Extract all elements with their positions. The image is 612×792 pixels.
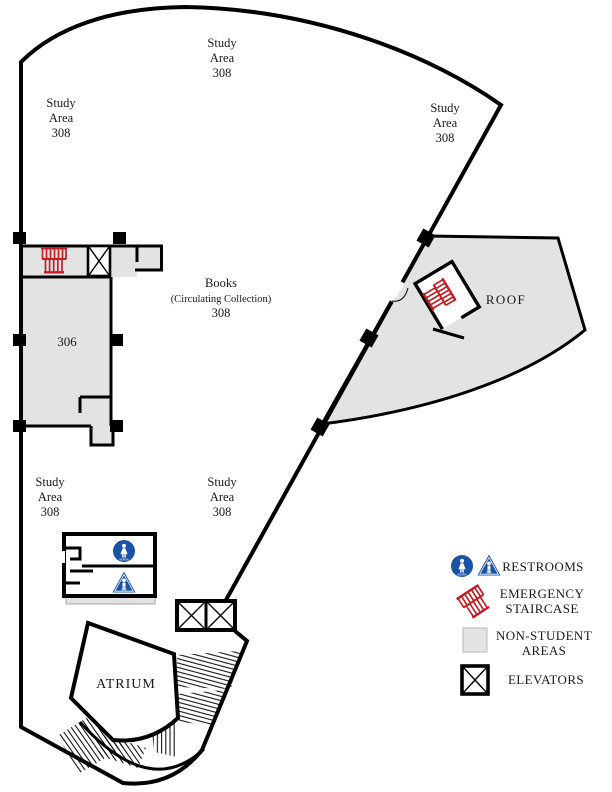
room-306-label: 306 bbox=[57, 334, 77, 349]
women-restroom-icon bbox=[451, 555, 473, 577]
elevator-pair bbox=[175, 599, 237, 632]
study-area-label-top-right: Study Area 308 bbox=[430, 101, 460, 145]
atrium-label: ATRIUM bbox=[96, 677, 156, 692]
svg-text:Study: Study bbox=[207, 475, 237, 489]
room-labels: Study Area 308 Study Area 308 Study Area… bbox=[35, 36, 526, 692]
atrium-area bbox=[68, 620, 181, 743]
study-area-label-top: Study Area 308 bbox=[207, 36, 237, 80]
legend-nonstudent-line2: AREAS bbox=[522, 643, 567, 658]
svg-text:Study: Study bbox=[207, 36, 237, 50]
svg-text:Area: Area bbox=[38, 490, 63, 504]
svg-text:Study: Study bbox=[46, 96, 76, 110]
legend-emergency-line2: STAIRCASE bbox=[505, 601, 578, 616]
restroom-block bbox=[59, 532, 157, 605]
svg-text:308: 308 bbox=[212, 306, 231, 320]
legend-emergency-line1: EMERGENCY bbox=[500, 586, 585, 601]
svg-text:Books: Books bbox=[205, 276, 237, 290]
roof-stair-enclosure bbox=[388, 259, 482, 340]
walkway-arc bbox=[78, 720, 206, 771]
women-restroom-icon bbox=[113, 540, 135, 562]
books-label: Books (Circulating Collection) 308 bbox=[171, 276, 272, 320]
emergency-staircase-icon bbox=[455, 583, 493, 621]
svg-text:308: 308 bbox=[52, 126, 71, 140]
svg-text:308: 308 bbox=[213, 66, 232, 80]
svg-text:Study: Study bbox=[430, 101, 460, 115]
legend-elevators-label: ELEVATORS bbox=[508, 672, 584, 687]
elevator-icon bbox=[460, 664, 490, 696]
study-area-label-bottom-left: Study Area 308 bbox=[35, 475, 65, 519]
building-outline bbox=[19, 4, 504, 786]
non-student-area-swatch bbox=[462, 627, 488, 653]
room-306-area bbox=[22, 277, 111, 426]
svg-text:Area: Area bbox=[210, 490, 235, 504]
door-opening bbox=[388, 280, 405, 303]
svg-text:308: 308 bbox=[436, 131, 455, 145]
legend: RESTROOMS EMERGENCY STAIRCASE NON-STUDEN… bbox=[451, 554, 592, 696]
door-swing-arc bbox=[391, 287, 409, 302]
legend-restrooms-label: RESTROOMS bbox=[502, 559, 584, 574]
svg-text:Area: Area bbox=[433, 116, 458, 130]
svg-text:Area: Area bbox=[210, 51, 235, 65]
svg-text:Area: Area bbox=[49, 111, 74, 125]
study-area-label-top-left: Study Area 308 bbox=[46, 96, 76, 140]
svg-text:308: 308 bbox=[41, 505, 60, 519]
roof-area bbox=[319, 234, 587, 426]
wall-anchors bbox=[13, 228, 436, 437]
room-306-walls bbox=[19, 277, 115, 447]
svg-text:(Circulating Collection): (Circulating Collection) bbox=[171, 294, 272, 305]
stair-elevator-block bbox=[19, 244, 163, 279]
svg-text:Study: Study bbox=[35, 475, 65, 489]
legend-nonstudent-line1: NON-STUDENT bbox=[496, 628, 592, 643]
study-area-label-bottom-mid: Study Area 308 bbox=[207, 475, 237, 519]
svg-text:308: 308 bbox=[213, 505, 232, 519]
men-restroom-icon bbox=[477, 554, 501, 576]
roof-label: ROOF bbox=[486, 292, 526, 307]
